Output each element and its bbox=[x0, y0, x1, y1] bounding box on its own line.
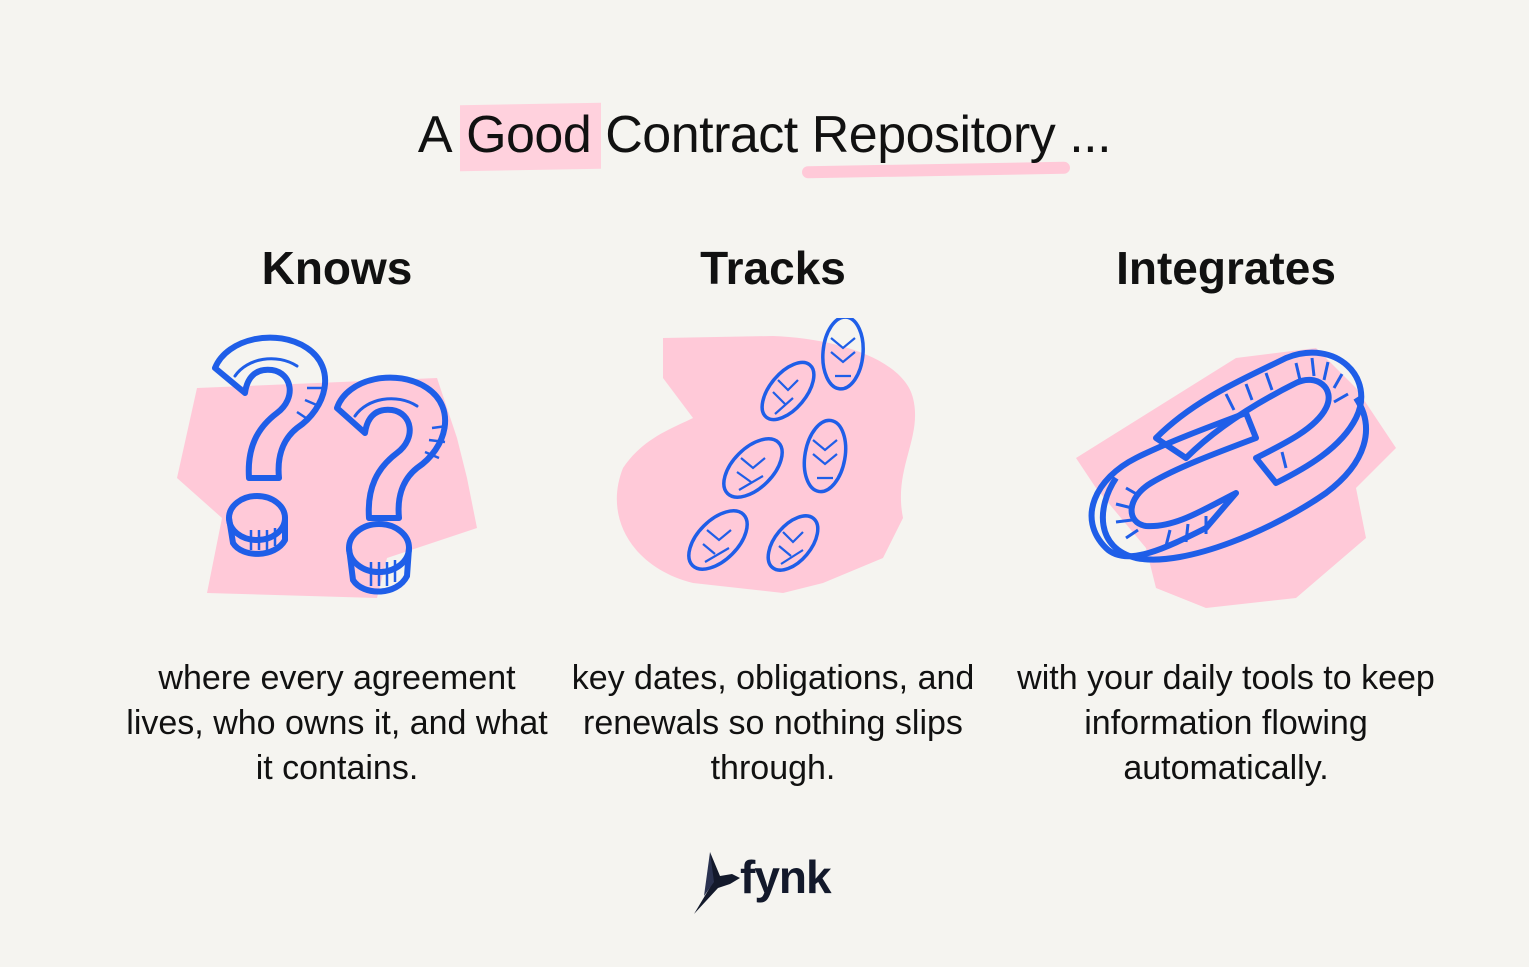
bird-logo-icon bbox=[694, 852, 740, 914]
column-heading-tracks: Tracks bbox=[700, 242, 846, 294]
column-text-integrates: with your daily tools to keep informatio… bbox=[1017, 659, 1435, 787]
column-knows: Knows where every agreement lives, who o… bbox=[117, 238, 557, 787]
column-text-knows: where every agreement lives, who owns it… bbox=[126, 659, 548, 787]
fynk-logo: fynk bbox=[690, 848, 840, 918]
footprints-icon bbox=[616, 318, 916, 593]
column-heading-integrates: Integrates bbox=[1116, 242, 1336, 294]
title-part-contract: Contract bbox=[605, 106, 798, 164]
column-heading-knows: Knows bbox=[261, 242, 413, 294]
column-text-tracks: key dates, obligations, and renewals so … bbox=[571, 659, 975, 787]
title-ellipsis: ... bbox=[1069, 106, 1112, 164]
page-title: A Good Contract Repository ... bbox=[0, 100, 1529, 170]
column-tracks: Tracks key dates, obligations, and renew… bbox=[553, 238, 993, 787]
chain-link-icon bbox=[1076, 348, 1396, 608]
title-part-a: A bbox=[417, 106, 453, 164]
title-highlight-repository: Repository bbox=[812, 100, 1056, 170]
question-marks-icon bbox=[177, 334, 477, 598]
title-highlight-good: Good bbox=[466, 100, 592, 170]
column-integrates: Integrates with your daily tools to keep… bbox=[1006, 238, 1446, 787]
logo-text: fynk bbox=[740, 851, 832, 903]
